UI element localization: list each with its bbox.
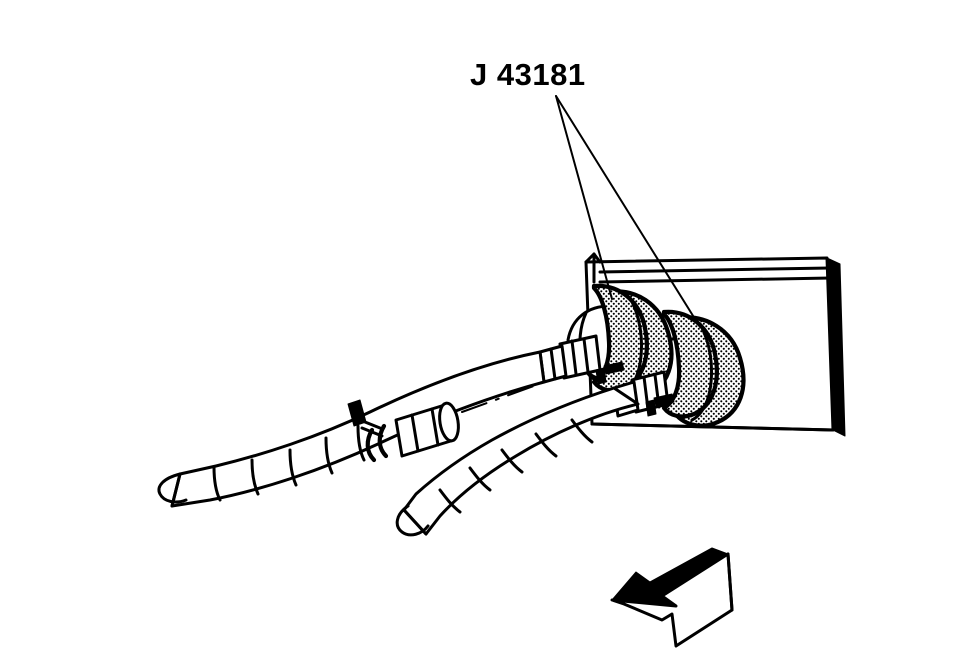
- hose-barrel-middle: [394, 401, 460, 458]
- hose-lower: [395, 386, 640, 537]
- callout-label: J 43181: [470, 57, 586, 92]
- disconnect-direction-arrow: [610, 547, 734, 648]
- tool-grommet-lower: [661, 309, 746, 428]
- hose-clamp: [347, 399, 389, 463]
- callout-leader-lines: [555, 95, 701, 328]
- center-construction-line: [461, 377, 557, 413]
